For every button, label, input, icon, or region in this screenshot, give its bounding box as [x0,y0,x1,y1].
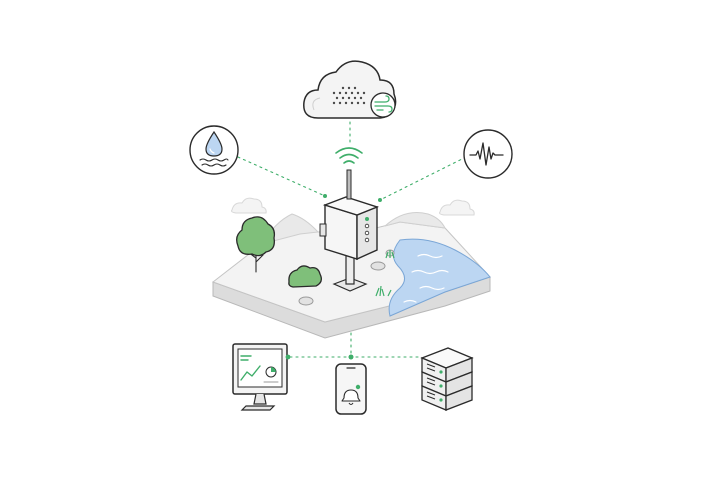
wifi-signal-icon [335,147,363,164]
antenna [346,169,352,200]
sensor-station [319,147,380,292]
rock-3 [298,296,314,306]
wind-icon [370,92,396,118]
node-monitor [285,354,291,360]
link-water-sensor [237,156,326,197]
tree [236,216,276,273]
waveform-icon [463,129,513,179]
connection-nodes [285,194,382,360]
server-unit-top [420,347,474,383]
monitor-chart-icon [232,343,288,411]
grass-tuft-2 [385,250,395,259]
sensor-box-top [322,196,380,216]
server-stack-icon [420,347,474,411]
river [388,238,491,317]
phone-alert-icon [335,354,367,415]
node-box-left [323,194,327,198]
node-center [348,354,354,360]
grass-tuft-1 [375,285,392,297]
water-drop-icon [189,125,239,175]
bush [288,265,322,288]
status-leds [364,217,370,243]
small-cloud-left [231,197,267,214]
small-cloud-right [439,199,475,216]
tree-canopy [236,216,276,257]
mount-bracket-left [319,223,327,237]
server-unit-bottom [421,385,473,411]
cloud-dots [332,86,366,105]
river-ripples [403,253,449,303]
cloud-icon [303,60,397,119]
hill-right [384,212,446,229]
rock-1 [370,261,386,271]
node-box-right [378,198,382,202]
background-clouds [231,197,475,216]
link-vibration-sensor [379,156,467,201]
